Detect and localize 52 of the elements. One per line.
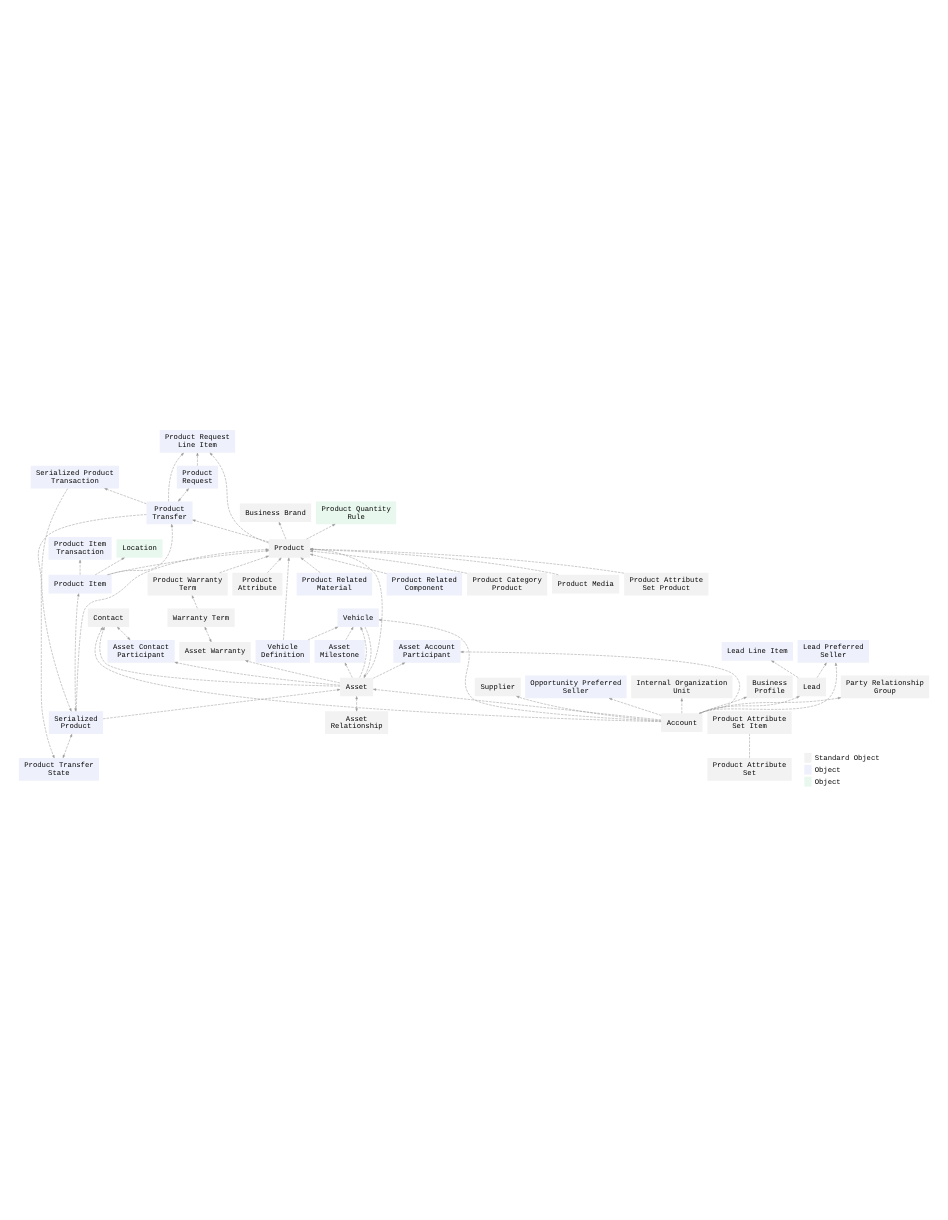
arrow [117, 625, 131, 640]
arrow [345, 625, 354, 640]
arrow [771, 659, 799, 677]
arrow [62, 732, 73, 758]
arrow [300, 556, 321, 572]
arrow [278, 521, 287, 539]
arrow [168, 451, 184, 501]
arrow [373, 687, 662, 720]
connector [749, 732, 750, 758]
arrow [306, 522, 336, 539]
arrow [191, 594, 198, 608]
arrow [309, 547, 625, 573]
arrow [307, 625, 339, 640]
arrow [209, 451, 269, 543]
arrow [99, 625, 341, 686]
arrow [359, 625, 367, 677]
arrow [283, 556, 290, 640]
arrow [355, 695, 358, 711]
arrow [698, 661, 838, 713]
arrow [378, 617, 662, 721]
arrow [178, 487, 189, 501]
arrow [460, 649, 740, 713]
arrow [310, 552, 387, 573]
arrow [94, 625, 662, 721]
arrow [245, 659, 341, 683]
arrow [699, 695, 800, 713]
arrow [700, 695, 747, 713]
arrow [204, 625, 212, 642]
arrow [344, 661, 353, 677]
arrow [196, 451, 199, 465]
arrow [309, 549, 468, 573]
arrow [108, 523, 174, 575]
arrow [94, 556, 125, 575]
arrow [102, 687, 341, 719]
arrow [106, 548, 269, 575]
arrow [363, 625, 372, 677]
arrow [608, 697, 662, 715]
arrow [41, 487, 72, 711]
arrow [680, 697, 683, 713]
arrow [75, 547, 269, 711]
arrow [104, 487, 147, 504]
arrow [267, 556, 282, 572]
arrow [192, 518, 269, 542]
arrow [74, 592, 80, 711]
arrow [174, 660, 341, 685]
arrow [698, 696, 841, 713]
arrow [373, 661, 406, 678]
arrow [516, 695, 662, 721]
arrow [816, 661, 827, 677]
arrow [219, 554, 269, 572]
arrow [309, 547, 559, 575]
arrow [38, 513, 147, 758]
